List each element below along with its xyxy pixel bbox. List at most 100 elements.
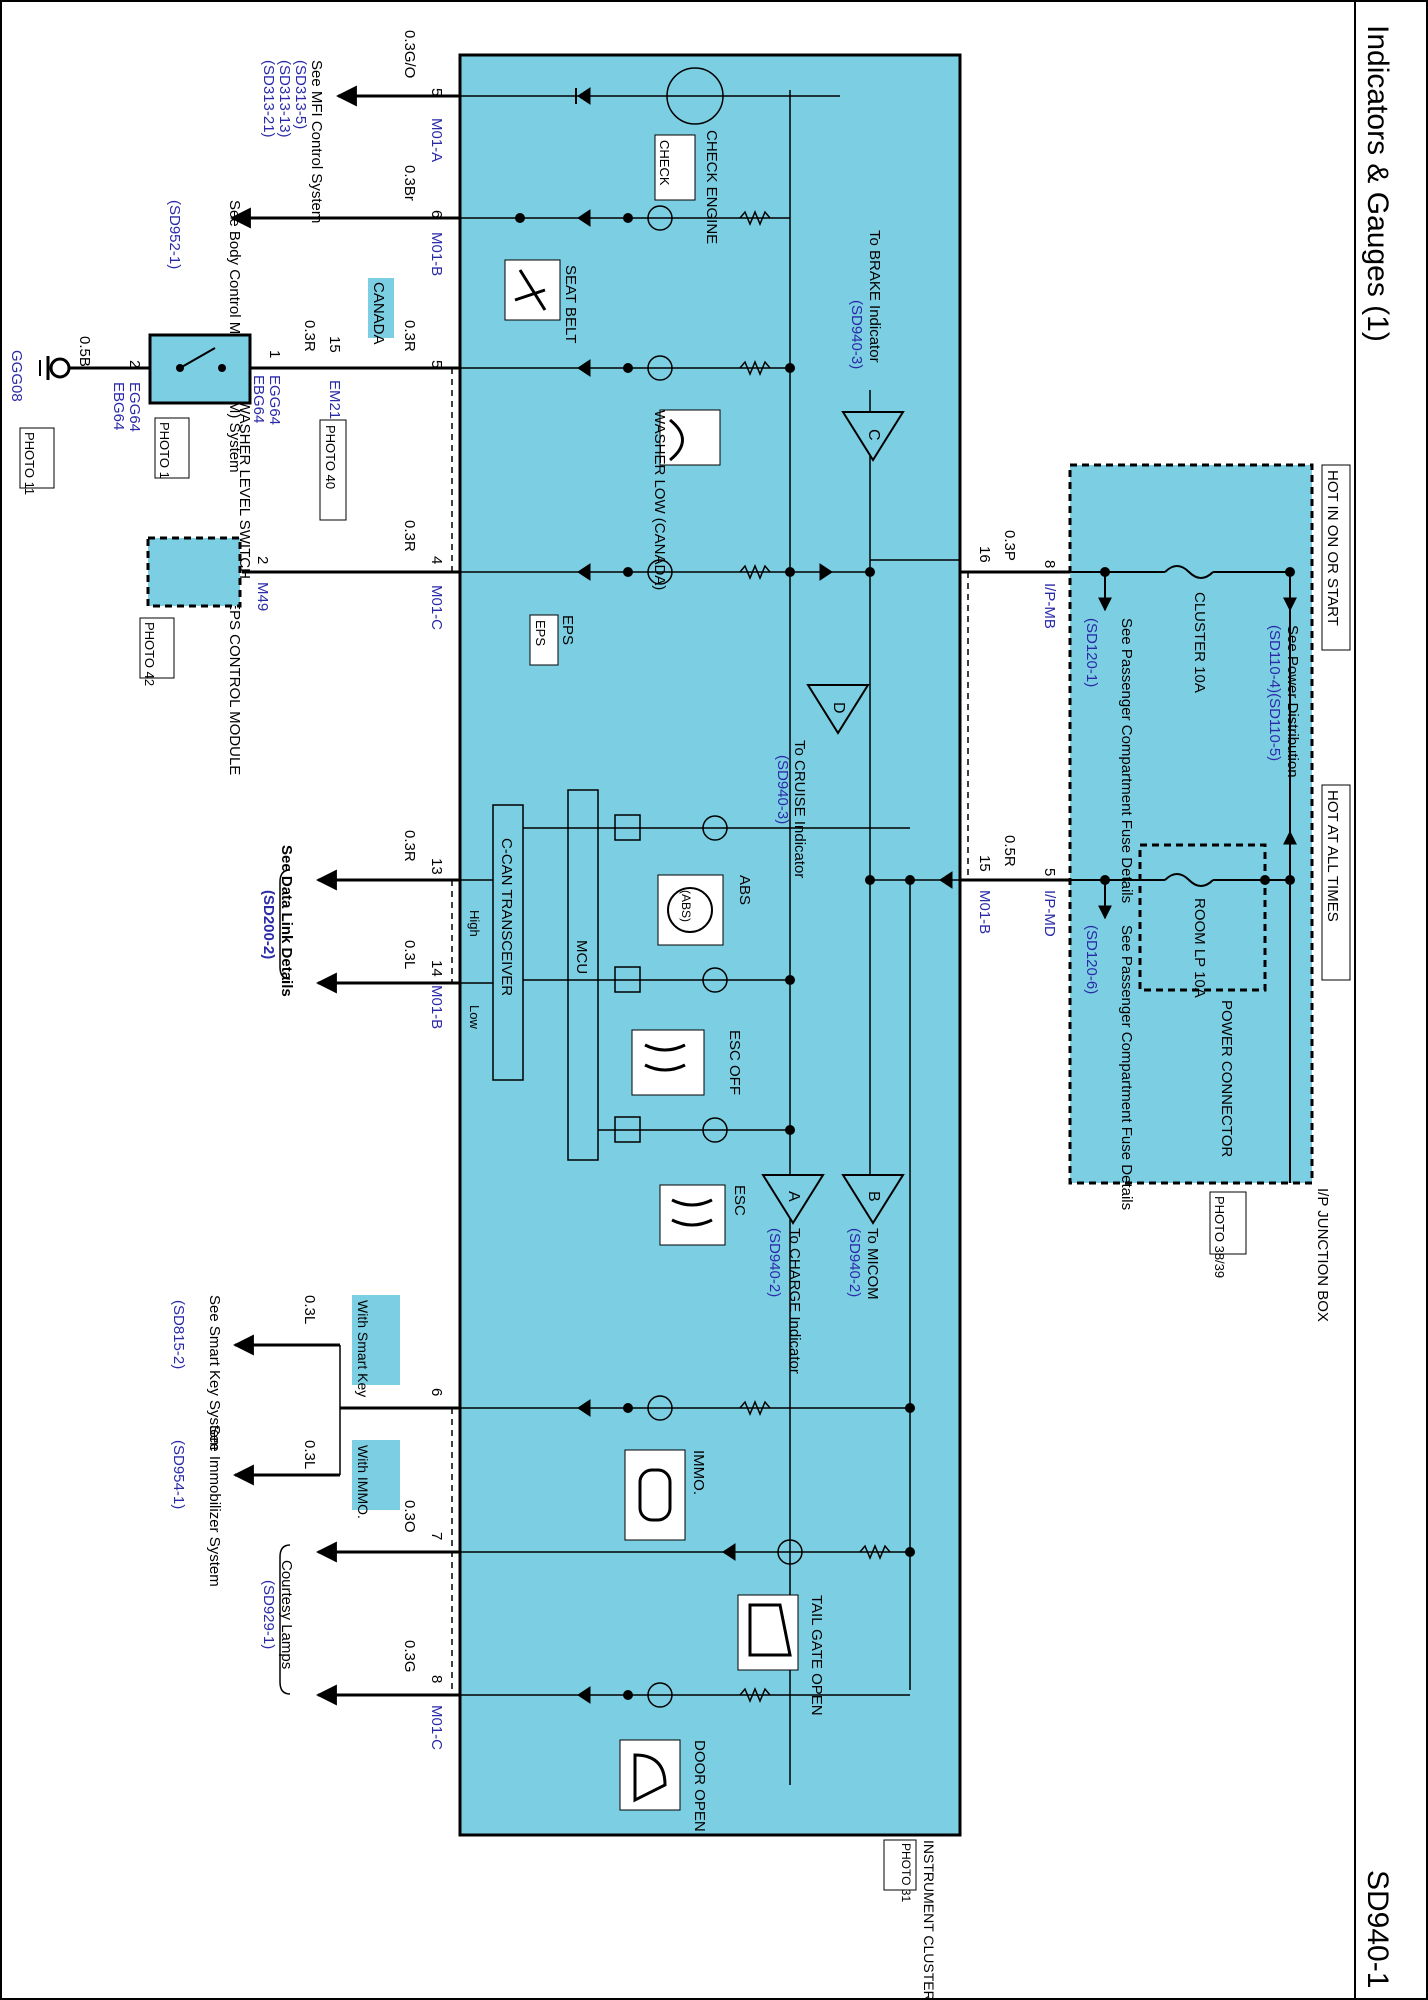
svg-text:B: B	[865, 1191, 882, 1202]
esc-off-icon	[631, 1029, 705, 1096]
indicator-label-immo: IMMO.	[690, 1450, 707, 1495]
eps-control-module	[146, 536, 242, 608]
bcm-ref: (SD952-1)	[166, 200, 183, 269]
eps-module-photo: PHOTO 42	[139, 617, 175, 686]
ign-pin-c: 16	[976, 546, 993, 563]
svg-text:C-CAN TRANSCEIVER: C-CAN TRANSCEIVER	[498, 838, 515, 996]
ign-color: 0.3P	[1001, 530, 1018, 561]
power-connector-label: POWER CONNECTOR	[1218, 1000, 1235, 1157]
ign-conn: I/P-MB	[1041, 583, 1058, 629]
immo-see: See Immobilizer System	[206, 1425, 223, 1587]
can-low-pin: 14	[428, 960, 445, 977]
svg-text:PHOTO 1: PHOTO 1	[157, 422, 172, 479]
svg-text:PHOTO 31: PHOTO 31	[899, 1843, 913, 1902]
eps-pin: 4	[428, 556, 445, 564]
svg-text:With IMMO.: With IMMO.	[355, 1445, 371, 1519]
svg-text:To MICOM: To MICOM	[864, 1228, 881, 1300]
bcm-conn: M01-B	[428, 232, 445, 276]
hot-all-label: HOT AT ALL TIMES	[1321, 784, 1351, 981]
washer-color-b: 0.3R	[301, 320, 318, 352]
washer-egg-2: EGG64	[126, 382, 143, 432]
see-pass-fuse-1: See Passenger Compartment Fuse Details	[1118, 618, 1135, 903]
washer-pin: 5	[428, 360, 445, 368]
em21-pin: 15	[326, 336, 343, 353]
mfi-ref-2: (SD313-13)	[276, 60, 293, 138]
tailgate-open-icon	[737, 1594, 799, 1671]
indicator-label-tailgate: TAIL GATE OPEN	[808, 1595, 825, 1716]
offpage-connector-b: B To MICOM (SD940-2)	[841, 1174, 905, 1300]
mfi-conn: M01-A	[428, 118, 445, 162]
offpage-connector-c: C To BRAKE Indicator (SD940-3)	[841, 230, 905, 462]
svg-text:With Smart Key: With Smart Key	[355, 1300, 371, 1397]
svg-text:(SD940-3): (SD940-3)	[848, 300, 865, 369]
eps-module-label: EPS CONTROL MODULE	[226, 600, 243, 775]
svg-text:High: High	[467, 910, 482, 937]
washer-ebg-2: EBG64	[110, 382, 127, 430]
ip-junction-box	[1068, 463, 1314, 1185]
can-high-pin: 13	[428, 858, 445, 875]
courtesy-ref: (SD929-1)	[260, 1580, 277, 1649]
indicator-label-abs: ABS	[736, 875, 753, 905]
washer-ground-label: GGG08	[8, 350, 25, 402]
see-pass-fuse-2: See Passenger Compartment Fuse Details	[1118, 925, 1135, 1210]
immo-tag: With IMMO.	[352, 1440, 400, 1519]
courtesy-pin8: 8	[428, 1675, 445, 1683]
svg-text:Low: Low	[467, 1005, 482, 1029]
washer-color-a: 0.3R	[401, 320, 418, 352]
pass-ref-2: (SD120-6)	[1083, 925, 1100, 994]
batt-conn: I/P-MD	[1041, 890, 1058, 937]
junction-box-label: I/P JUNCTION BOX	[1314, 1188, 1331, 1322]
datalink-see: See Data Link Details	[278, 845, 295, 997]
smartkey-color: 0.3L	[301, 1295, 318, 1324]
page-title: Indicators & Gauges (1)	[1361, 25, 1394, 342]
smartkey-ref: (SD815-2)	[170, 1300, 187, 1369]
immobilizer-icon	[624, 1449, 686, 1541]
can-low-conn: M01-B	[428, 985, 445, 1029]
svg-text:(SD940-2): (SD940-2)	[766, 1228, 783, 1297]
svg-text:PHOTO 11: PHOTO 11	[22, 432, 37, 495]
batt-conn-c: M01-B	[976, 890, 993, 934]
immo-color: 0.3L	[301, 1440, 318, 1469]
svg-text:To CHARGE Indicator: To CHARGE Indicator	[786, 1228, 803, 1374]
svg-text:A: A	[785, 1191, 802, 1202]
offpage-connector-d: D To CRUISE Indicator (SD940-3)	[774, 684, 870, 878]
batt-pin-c: 15	[976, 855, 993, 872]
washer-switch-label: WASHER LEVEL SWITCH	[236, 400, 253, 579]
eps-mpin: 2	[254, 556, 271, 564]
power-connector	[1138, 843, 1267, 992]
indicator-label-door: DOOR OPEN	[691, 1740, 708, 1832]
smartkey-pin: 6	[428, 1388, 445, 1396]
em21-photo: PHOTO 40	[319, 419, 347, 521]
svg-text:To CRUISE Indicator: To CRUISE Indicator	[791, 740, 808, 878]
indicator-label-check-engine: CHECK ENGINE	[703, 130, 720, 244]
eps-mconn: M49	[254, 582, 271, 611]
washer-ground-symbol	[39, 356, 71, 380]
datalink-ref: (SD200-2)	[260, 890, 277, 959]
svg-text:(SD940-3): (SD940-3)	[774, 755, 791, 824]
washer-low-icon	[659, 409, 721, 466]
eps-color: 0.3R	[401, 520, 418, 552]
canada-tag: CANADA	[368, 278, 394, 345]
washer-switch-photo: PHOTO 1	[154, 417, 190, 479]
svg-text:HOT IN ON OR START: HOT IN ON OR START	[1324, 470, 1341, 626]
indicator-label-esc-off: ESC OFF	[726, 1030, 743, 1095]
hot-ign-label: HOT IN ON OR START	[1321, 464, 1351, 651]
svg-text:CHECK: CHECK	[657, 140, 672, 186]
courtesy-pin7: 7	[428, 1532, 445, 1540]
svg-text:PHOTO 42: PHOTO 42	[142, 622, 157, 686]
svg-text:(SD940-2): (SD940-2)	[846, 1228, 863, 1297]
mfi-ref-3: (SD313-21)	[260, 60, 277, 138]
ground-photo: PHOTO 11	[19, 427, 55, 495]
smart-key-tag: With Smart Key	[352, 1295, 400, 1397]
svg-text:PHOTO 38/39: PHOTO 38/39	[1212, 1196, 1227, 1278]
pass-ref-1: (SD120-1)	[1083, 618, 1100, 687]
smartkey-see: See Smart Key System	[206, 1295, 223, 1450]
mcu-block: MCU	[567, 789, 599, 1161]
check-engine-icon: CHECK	[654, 134, 696, 201]
washer-sw-pin2: 2	[126, 360, 143, 368]
mfi-see: See MFI Control System	[308, 60, 325, 223]
svg-text:C: C	[865, 429, 882, 441]
mfi-ref-1: (SD313-5)	[292, 60, 309, 129]
